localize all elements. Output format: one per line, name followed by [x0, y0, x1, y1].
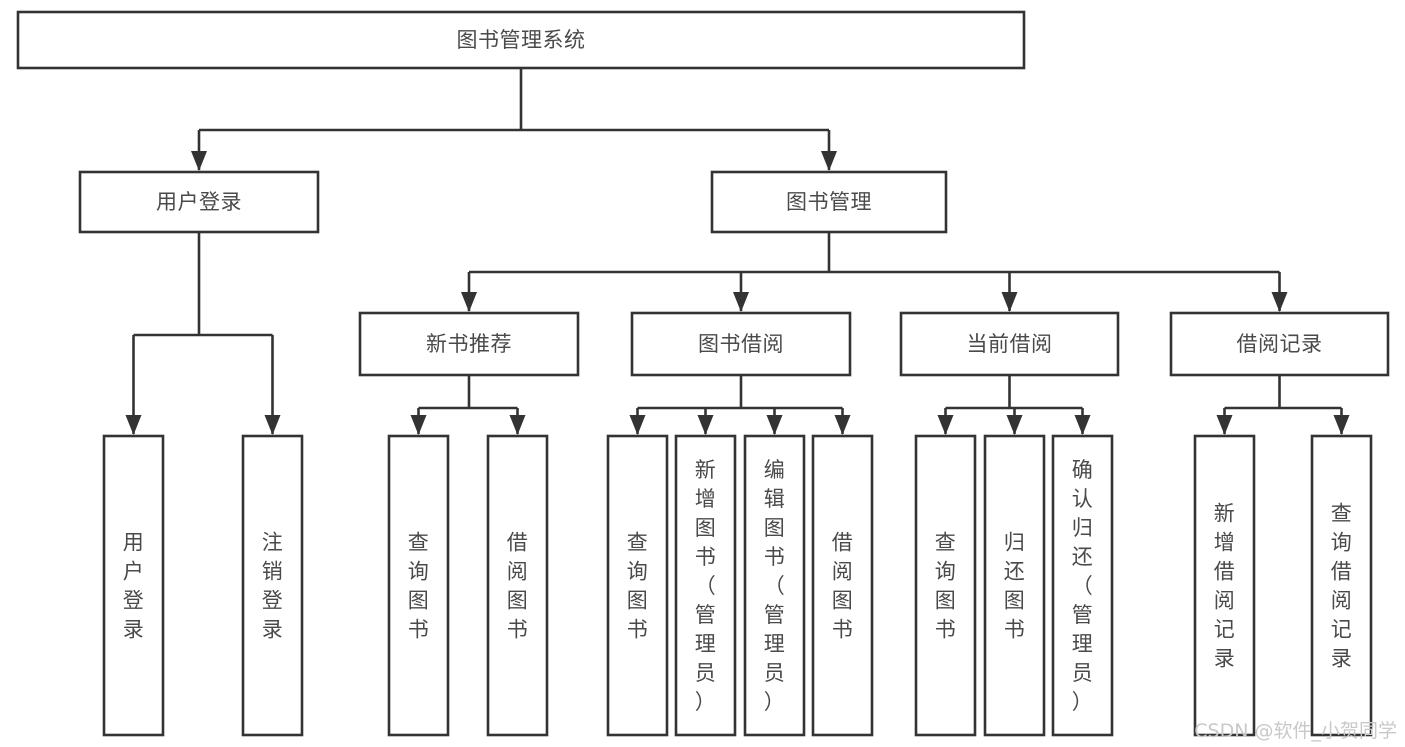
- node-book-manage-label: 图书管理: [786, 190, 872, 214]
- node-leaf-logout-label: 注销登录: [262, 530, 284, 641]
- node-leaf-add-record[interactable]: 新增借阅记录: [1193, 434, 1256, 737]
- node-leaf-return-book[interactable]: 归还图书: [983, 434, 1046, 737]
- arrow-head-current-borrow-0: [937, 415, 954, 435]
- arrow-head-user-login-0: [125, 415, 142, 435]
- node-leaf-query-book-3-label: 查询图书: [935, 530, 957, 641]
- node-current-borrow-label: 当前借阅: [967, 332, 1053, 356]
- node-leaf-query-book-3[interactable]: 查询图书: [914, 434, 977, 737]
- node-root-system[interactable]: 图书管理系统: [16, 10, 1026, 70]
- arrow-head-user-login-1: [264, 415, 281, 435]
- node-root-system-box: [16, 10, 1026, 70]
- node-leaf-add-record-label: 新增借阅记录: [1214, 501, 1236, 670]
- arrow-head-level2-0: [461, 292, 477, 312]
- node-leaf-query-record-box: [1310, 434, 1373, 737]
- node-leaf-logout-box: [241, 434, 304, 737]
- node-leaf-query-book-2[interactable]: 查询图书: [606, 434, 669, 737]
- node-book-manage[interactable]: 图书管理: [710, 170, 948, 234]
- watermark-text: CSDN @软件_小贺同学: [1194, 720, 1397, 742]
- arrow-head-level2-1: [733, 292, 749, 312]
- arrow-head-book-borrow-1: [697, 415, 714, 435]
- node-current-borrow[interactable]: 当前借阅: [899, 311, 1120, 377]
- arrow-head-current-borrow-1: [1006, 415, 1023, 435]
- node-leaf-user-login-label: 用户登录: [123, 530, 145, 641]
- node-current-borrow-box: [899, 311, 1120, 377]
- node-leaf-query-book-1-box: [387, 434, 450, 737]
- node-leaf-add-book-box: [674, 434, 737, 737]
- node-leaf-add-book-label: 新增图书（管理员）: [695, 458, 717, 714]
- connectors-layer: [125, 68, 1350, 435]
- node-leaf-edit-book-box: [743, 434, 806, 737]
- node-new-book-rec-label: 新书推荐: [426, 332, 512, 356]
- node-leaf-borrow-book-1[interactable]: 借阅图书: [486, 434, 549, 737]
- node-leaf-edit-book[interactable]: 编辑图书（管理员）: [743, 434, 806, 737]
- arrow-head-level1-1: [821, 151, 837, 171]
- arrow-head-book-borrow-2: [766, 415, 783, 435]
- node-leaf-add-record-box: [1193, 434, 1256, 737]
- arrow-head-book-borrow-3: [834, 415, 851, 435]
- node-new-book-rec[interactable]: 新书推荐: [358, 311, 580, 377]
- arrow-head-borrow-record-1: [1333, 415, 1350, 435]
- node-leaf-borrow-book-1-label: 借阅图书: [507, 530, 529, 641]
- node-leaf-borrow-book-2-box: [811, 434, 874, 737]
- node-leaf-borrow-book-2-label: 借阅图书: [832, 530, 854, 641]
- node-leaf-query-book-2-box: [606, 434, 669, 737]
- node-root-system-label: 图书管理系统: [457, 28, 586, 52]
- node-book-borrow-box: [630, 311, 852, 377]
- arrow-head-level2-2: [1001, 292, 1018, 312]
- node-borrow-record[interactable]: 借阅记录: [1169, 311, 1390, 377]
- node-leaf-user-login[interactable]: 用户登录: [102, 434, 165, 737]
- arrow-head-borrow-record-0: [1216, 415, 1233, 435]
- arrow-head-level1-0: [191, 151, 207, 171]
- node-user-login-label: 用户登录: [156, 190, 242, 214]
- arrow-head-book-borrow-0: [629, 415, 646, 435]
- node-user-login[interactable]: 用户登录: [78, 170, 320, 234]
- node-leaf-query-book-2-label: 查询图书: [627, 530, 649, 641]
- node-leaf-confirm-return-box: [1051, 434, 1114, 737]
- node-leaf-confirm-return[interactable]: 确认归还（管理员）: [1051, 434, 1114, 737]
- node-leaf-return-book-label: 归还图书: [1004, 530, 1026, 641]
- node-leaf-query-book-1-label: 查询图书: [408, 530, 430, 641]
- node-leaf-query-record[interactable]: 查询借阅记录: [1310, 434, 1373, 737]
- node-leaf-query-book-1[interactable]: 查询图书: [387, 434, 450, 737]
- node-leaf-return-book-box: [983, 434, 1046, 737]
- arrow-head-new-book-rec-1: [509, 415, 526, 435]
- node-new-book-rec-box: [358, 311, 580, 377]
- node-book-borrow[interactable]: 图书借阅: [630, 311, 852, 377]
- node-leaf-edit-book-label: 编辑图书（管理员）: [764, 458, 786, 714]
- node-leaf-confirm-return-label: 确认归还（管理员）: [1072, 458, 1094, 714]
- node-book-borrow-label: 图书借阅: [698, 332, 784, 356]
- node-leaf-query-book-3-box: [914, 434, 977, 737]
- arrow-head-current-borrow-2: [1074, 415, 1091, 435]
- node-leaf-query-record-label: 查询借阅记录: [1331, 501, 1353, 670]
- node-borrow-record-box: [1169, 311, 1390, 377]
- nodes-layer: 图书管理系统用户登录图书管理新书推荐图书借阅当前借阅借阅记录用户登录注销登录查询…: [16, 10, 1390, 737]
- node-leaf-logout[interactable]: 注销登录: [241, 434, 304, 737]
- node-borrow-record-label: 借阅记录: [1237, 332, 1323, 356]
- node-leaf-borrow-book-1-box: [486, 434, 549, 737]
- node-book-manage-box: [710, 170, 948, 234]
- arrow-head-level2-3: [1271, 292, 1288, 312]
- node-leaf-user-login-box: [102, 434, 165, 737]
- node-leaf-add-book[interactable]: 新增图书（管理员）: [674, 434, 737, 737]
- arrow-head-new-book-rec-0: [410, 415, 427, 435]
- node-leaf-borrow-book-2[interactable]: 借阅图书: [811, 434, 874, 737]
- node-user-login-box: [78, 170, 320, 234]
